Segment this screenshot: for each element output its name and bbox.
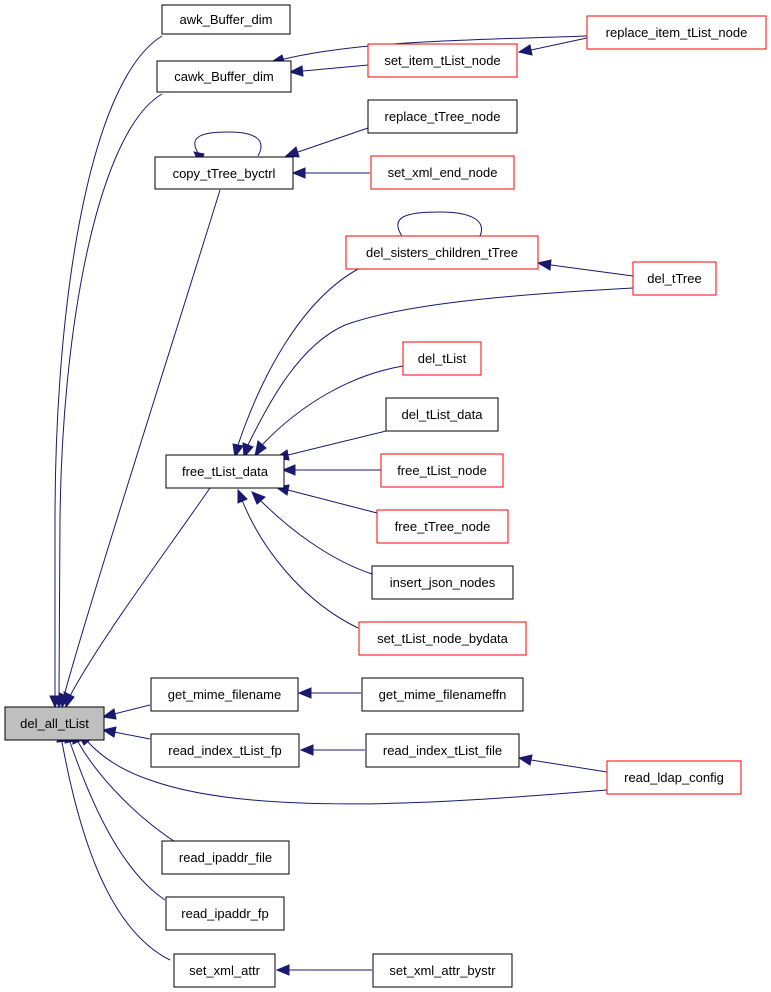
arrowhead-copy-from-set-xml-end [291, 167, 306, 179]
arrowhead-free-from-insert-json [251, 491, 266, 505]
edge-free-tTree-node-to-free-tlist-data [287, 489, 378, 514]
node-set-tlist-node-bydata[interactable]: set_tList_node_bydata [358, 621, 527, 656]
node-get-mime-filename[interactable]: get_mime_filename [150, 677, 299, 712]
node-replace-tTree-node[interactable]: replace_tTree_node [367, 99, 518, 134]
node-label: del_all_tList [20, 716, 89, 731]
node-label: del_sisters_children_tTree [366, 245, 518, 260]
node-label: read_index_tList_file [383, 743, 502, 758]
node-label: set_tList_node_bydata [377, 631, 509, 646]
node-label: replace_item_tList_node [606, 25, 748, 40]
node-label: get_mime_filename [168, 687, 281, 702]
node-label: read_ldap_config [624, 770, 724, 785]
node-set-xml-end-node[interactable]: set_xml_end_node [370, 155, 515, 190]
node-label: free_tTree_node [395, 519, 491, 534]
arrowhead-set-item-from-replace-item [517, 44, 533, 56]
edge-copy-tTree-byctrl-self-loop [194, 131, 262, 157]
node-free-tTree-node[interactable]: free_tTree_node [376, 509, 509, 544]
arrowhead-read-index-fp-from-file [299, 744, 314, 756]
edge-del-sisters-children-tTree-self-loop [397, 211, 482, 241]
arrowhead-set-xml-attr-from-bystr [275, 964, 290, 976]
node-del-tlist[interactable]: del_tList [402, 341, 482, 376]
edge-del-tlist-data-to-free-tlist-data [287, 430, 387, 456]
node-label: free_tList_data [182, 464, 269, 479]
edge-read-ldap-config-to-read-index-tlist-file [530, 759, 608, 773]
edge-del-tlist-to-free-tlist-data [261, 365, 404, 446]
arrowhead-read-index-tlist-fp [101, 726, 117, 738]
node-label: del_tTree [647, 271, 701, 286]
node-set-xml-attr[interactable]: set_xml_attr [173, 953, 276, 988]
node-awk-buffer-dim[interactable]: awk_Buffer_dim [161, 4, 291, 35]
edges-layer [54, 35, 634, 971]
node-label: read_ipaddr_fp [181, 906, 268, 921]
node-free-tlist-data[interactable]: free_tList_data [165, 454, 285, 489]
node-read-index-tlist-file[interactable]: read_index_tList_file [365, 733, 520, 768]
arrowhead-copy-from-replace-tTree [284, 146, 300, 158]
node-read-ldap-config[interactable]: read_ldap_config [606, 760, 742, 795]
edge-set-tlist-node-bydata-to-free-tlist-data [241, 499, 359, 629]
node-label: read_index_tList_fp [168, 743, 281, 758]
arrowhead-free-from-del-sisters [232, 443, 244, 459]
node-cawk-buffer-dim[interactable]: cawk_Buffer_dim [156, 60, 292, 93]
arrowhead-get-mime-filename [101, 708, 117, 720]
node-insert-json-nodes[interactable]: insert_json_nodes [371, 565, 514, 600]
edge-replace-item-tlist-node-to-cawk-buffer-dim [279, 35, 588, 61]
node-label: set_xml_end_node [388, 165, 498, 180]
edge-insert-json-nodes-to-free-tlist-data [259, 499, 373, 575]
edge-read-ldap-config-to-del-all-tlist [87, 741, 608, 805]
edge-set-xml-attr-to-del-all-tlist [61, 741, 171, 961]
node-read-index-tlist-fp[interactable]: read_index_tList_fp [150, 733, 300, 768]
arrowhead-cawk-from-set-item [288, 65, 304, 77]
edge-replace-item-tlist-node-to-set-item-tlist-node [530, 37, 588, 51]
edge-replace-tTree-node-to-copy-tTree-byctrl [297, 127, 369, 153]
edge-set-item-tlist-node-to-cawk-buffer-dim [302, 64, 369, 72]
node-set-item-tlist-node[interactable]: set_item_tList_node [367, 43, 518, 78]
node-set-xml-attr-bystr[interactable]: set_xml_attr_bystr [372, 953, 513, 988]
edge-get-mime-filename-to-del-all-tlist [113, 704, 151, 715]
node-del-tlist-data[interactable]: del_tList_data [385, 397, 499, 432]
arrowhead-del-sisters-from-del-tTree [536, 259, 552, 271]
node-label: set_xml_attr [189, 963, 260, 978]
node-label: copy_tTree_byctrl [173, 166, 276, 181]
node-read-ipaddr-fp[interactable]: read_ipaddr_fp [165, 896, 285, 931]
node-label: insert_json_nodes [390, 575, 496, 590]
edge-read-index-tlist-fp-to-del-all-tlist [113, 731, 151, 740]
arrowhead-free-from-set-tlist-node-bydata [237, 488, 248, 504]
edge-del-tTree-to-free-tlist-data [247, 287, 634, 446]
node-replace-item-tlist-node[interactable]: replace_item_tList_node [586, 15, 767, 50]
node-label: awk_Buffer_dim [180, 12, 273, 27]
edge-copy-tTree-byctrl-to-del-all-tlist [63, 189, 221, 697]
arrowhead-read-index-file-from-ldap [517, 754, 533, 766]
node-label: set_xml_attr_bystr [389, 963, 496, 978]
node-del-tTree[interactable]: del_tTree [632, 261, 717, 296]
edge-read-ipaddr-file-to-del-all-tlist [77, 741, 181, 846]
node-copy-tTree-byctrl[interactable]: copy_tTree_byctrl [154, 156, 294, 190]
edge-free-tlist-data-to-del-all-tlist [69, 487, 211, 697]
node-del-sisters-children-tTree[interactable]: del_sisters_children_tTree [345, 235, 539, 270]
edge-read-ipaddr-fp-to-del-all-tlist [69, 741, 166, 901]
edge-awk-buffer-dim-to-del-all-tlist [54, 35, 163, 696]
node-label: replace_tTree_node [385, 109, 501, 124]
node-get-mime-filenameffn[interactable]: get_mime_filenameffn [361, 677, 524, 712]
node-label: del_tList_data [402, 407, 484, 422]
arrowhead-free-tlist-data [63, 691, 75, 709]
node-label: read_ipaddr_file [179, 850, 272, 865]
edge-del-sisters-children-tTree-to-free-tlist-data [237, 267, 361, 446]
node-label: cawk_Buffer_dim [174, 69, 273, 84]
node-read-ipaddr-file[interactable]: read_ipaddr_file [161, 840, 290, 875]
node-del-all-tlist[interactable]: del_all_tList [4, 706, 105, 741]
node-label: free_tList_node [397, 463, 487, 478]
arrowhead-free-from-del-tlist [254, 440, 267, 458]
arrowhead-free-from-del-tTree [242, 442, 254, 459]
edge-del-tTree-to-del-sisters-children-tTree [550, 264, 634, 277]
node-label: get_mime_filenameffn [379, 687, 507, 702]
node-free-tlist-node[interactable]: free_tList_node [380, 453, 504, 488]
nodes-layer: del_all_tList awk_Buffer_dim cawk_Buffer… [4, 4, 767, 988]
edge-cawk-buffer-dim-to-del-all-tlist [58, 93, 163, 697]
arrowhead-get-mime-from-ffn [297, 687, 312, 699]
arrowhead-free-from-free-tlist-node [281, 464, 296, 476]
node-label: del_tList [418, 351, 467, 366]
node-label: set_item_tList_node [384, 53, 500, 68]
